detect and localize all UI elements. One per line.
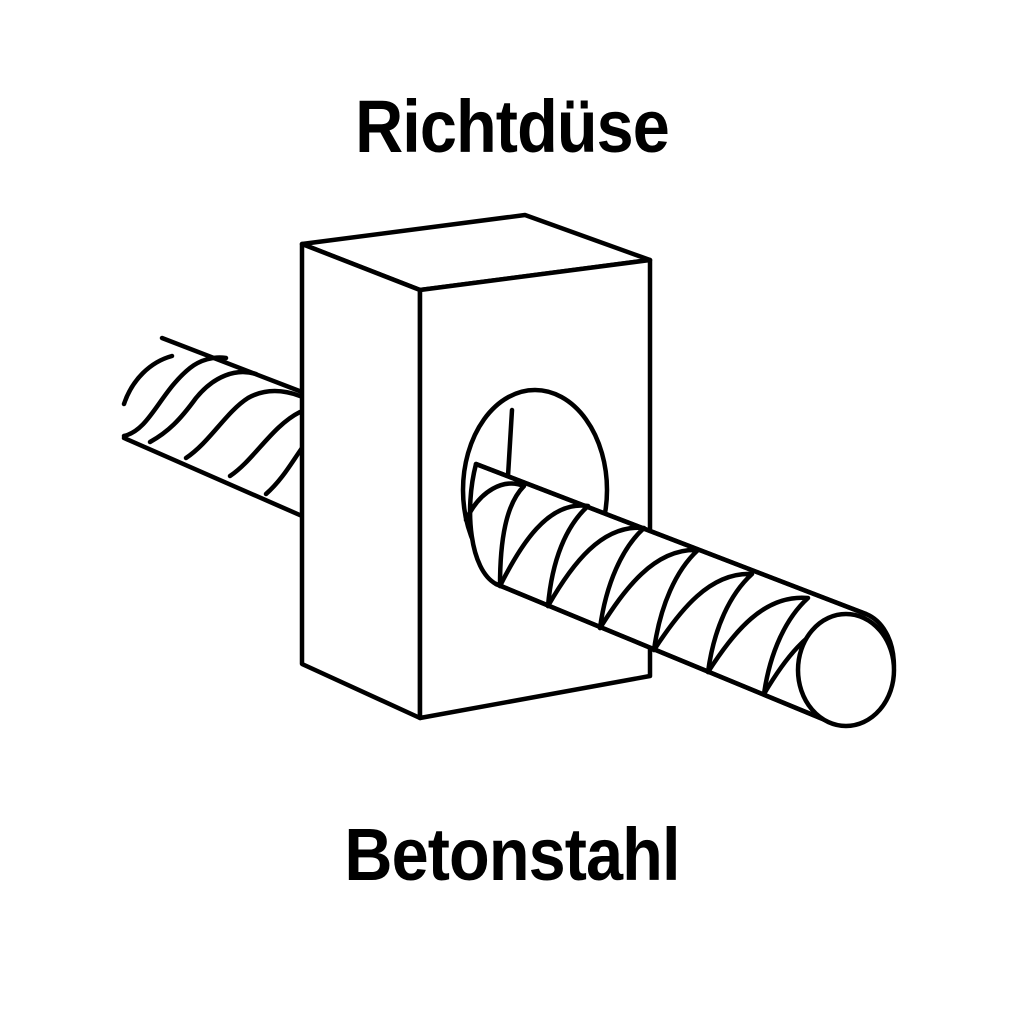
rebar-left-segment xyxy=(121,335,305,519)
rebar-label: Betonstahl xyxy=(344,813,680,896)
block-side-face xyxy=(299,241,423,721)
bore-inner-edge xyxy=(505,407,515,479)
rebar-end-cap xyxy=(795,611,897,729)
rebar-right-segment xyxy=(463,461,897,729)
nozzle-label: Richtdüse xyxy=(355,85,670,168)
